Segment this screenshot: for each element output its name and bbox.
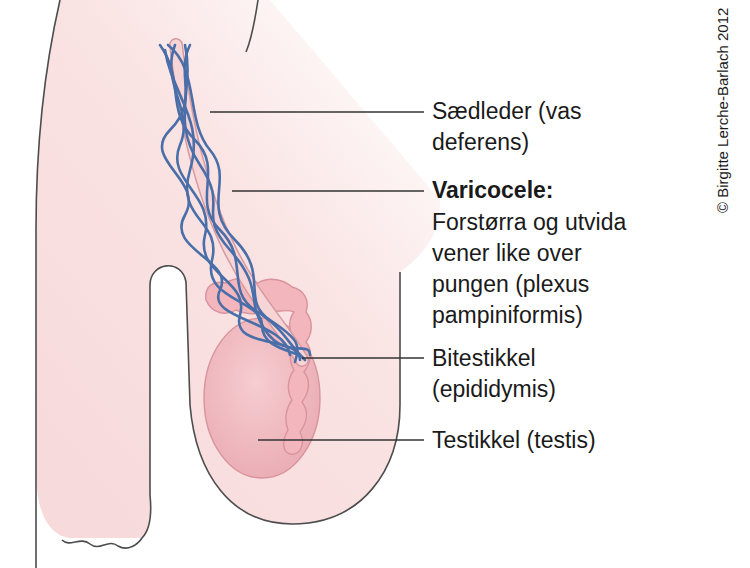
skin-fill bbox=[36, 0, 440, 538]
varicocele-veins bbox=[160, 45, 310, 362]
thigh-outline bbox=[246, 0, 258, 52]
skin-outline bbox=[36, 0, 60, 568]
vas-deferens bbox=[176, 45, 302, 360]
body-outline bbox=[36, 0, 440, 568]
spermatic-cord bbox=[176, 45, 302, 360]
leader-line bbox=[210, 111, 424, 112]
copyright-note: © Birgitte Lerche-Barlach 2012 bbox=[714, 8, 732, 213]
part-label: Testikkel (testis) bbox=[432, 425, 732, 456]
leader-line bbox=[232, 190, 424, 191]
vas-deferens-outline bbox=[176, 45, 302, 360]
penis-outline bbox=[62, 266, 400, 548]
vein bbox=[185, 45, 310, 355]
vein bbox=[168, 45, 297, 362]
part-label: Varicocele: bbox=[432, 175, 692, 206]
part-label: Bitestikkel (epididymis) bbox=[432, 343, 632, 405]
description-text: Forstørra og utvida vener like over pung… bbox=[432, 207, 660, 331]
part-label: Sædleder (vas deferens) bbox=[432, 96, 622, 158]
vein bbox=[165, 50, 303, 358]
leader-line bbox=[302, 357, 424, 358]
leader-line bbox=[258, 439, 424, 440]
vein bbox=[162, 45, 290, 355]
vein bbox=[160, 45, 305, 360]
leader-lines bbox=[210, 112, 424, 440]
